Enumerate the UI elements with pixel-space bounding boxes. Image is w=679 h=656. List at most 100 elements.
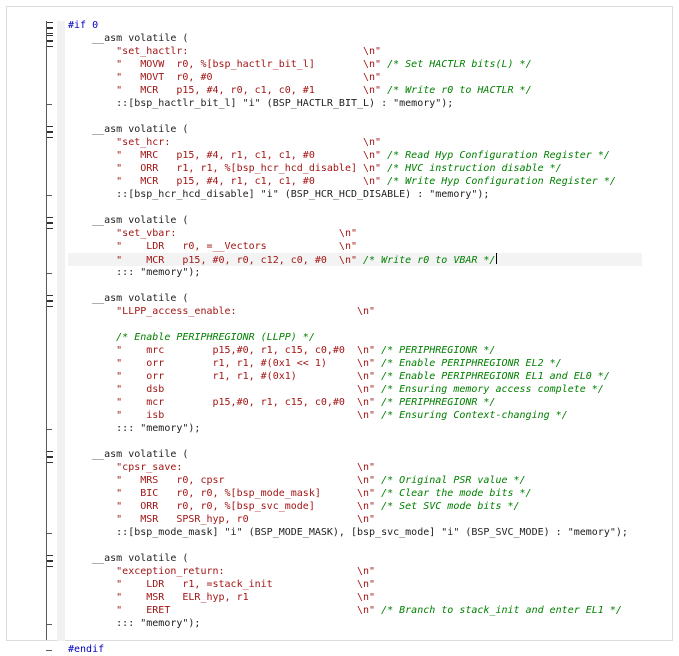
fold-end-marker [46,429,52,430]
code-line[interactable]: " orr r1, r1, #(0x1 << 1) \n" /* Enable … [68,357,634,370]
fold-end-marker [46,104,52,105]
fold-toggle-icon[interactable] [47,22,58,28]
code-string: " ORR r0, r0, %[bsp_svc_mode] \n" [68,501,376,512]
code-line[interactable]: " MCR p15, #4, r1, c1, c1, #0 \n" /* Wri… [68,175,634,188]
fold-toggle-icon[interactable] [47,126,58,132]
code-string: "LLPP_access_enable: \n" [68,306,376,317]
code-line[interactable]: __asm volatile ( [68,32,634,45]
code-line[interactable] [68,201,634,214]
code-line[interactable]: __asm volatile ( [68,292,634,305]
code-line[interactable]: " BIC r0, r0, %[bsp_mode_mask] \n" /* Cl… [68,487,634,500]
code-area[interactable]: #if 0 __asm volatile ( "set_hactlr: \n" … [68,19,642,656]
code-comment: /* Enable PERIPHREGIONR EL1 and EL0 */ [375,371,610,382]
code-line[interactable]: " MSR SPSR_hyp, r0 \n" [68,513,634,526]
code-line[interactable]: "LLPP_access_enable: \n" [68,305,634,318]
code-line[interactable]: "cpsr_save: \n" [68,461,634,474]
code-line[interactable]: " mrc p15,#0, r1, c15, c0,#0 \n" /* PERI… [68,344,634,357]
code-string: " MRS r0, cpsr \n" [68,475,376,486]
code-line[interactable]: ::: "memory"); [68,422,634,435]
code-comment: /* Write r0 to HACTLR */ [381,85,532,96]
fold-end-marker [46,273,52,274]
code-string: " ERET \n" [68,605,376,616]
fold-end-marker [46,195,52,196]
code-line[interactable] [68,279,634,292]
code-line[interactable] [68,630,634,643]
code-text: __asm volatile ( [68,124,189,135]
code-line[interactable]: " LDR r1, =stack_init \n" [68,578,634,591]
code-text: ::[bsp_hactlr_bit_l] "i" (BSP_HACTLR_BIT… [68,98,454,109]
fold-toggle-icon[interactable] [47,295,58,301]
code-line[interactable]: __asm volatile ( [68,552,634,565]
code-line[interactable]: " isb \n" /* Ensuring Context-changing *… [68,409,634,422]
code-text: __asm volatile ( [68,215,189,226]
code-text: ::: "memory"); [68,267,201,278]
code-line[interactable]: " ERET \n" /* Branch to stack_init and e… [68,604,634,617]
code-text: ::[bsp_mode_mask] "i" (BSP_MODE_MASK), [… [68,527,628,538]
code-line[interactable]: ::: "memory"); [68,617,634,630]
code-string: " dsb \n" [68,384,376,395]
code-line[interactable]: "set_hactlr: \n" [68,45,634,58]
code-line[interactable]: " MOVW r0, %[bsp_hactlr_bit_l] \n" /* Se… [68,58,634,71]
code-comment: /* Set HACTLR bits(L) */ [381,59,532,70]
code-line[interactable]: " MRC p15, #4, r1, c1, c1, #0 \n" /* Rea… [68,149,634,162]
code-string: "set_hcr: \n" [68,137,382,148]
code-line[interactable]: /* Enable PERIPHREGIONR (LLPP) */ [68,331,634,344]
code-text: __asm volatile ( [68,33,189,44]
fold-toggle-icon[interactable] [47,217,58,223]
code-editor[interactable]: #if 0 __asm volatile ( "set_hactlr: \n" … [6,6,673,655]
code-line[interactable]: " dsb \n" /* Ensuring memory access comp… [68,383,634,396]
preprocessor-directive: #if 0 [68,20,99,31]
code-line[interactable]: " LDR r0, =__Vectors \n" [68,240,634,253]
code-line[interactable]: __asm volatile ( [68,214,634,227]
code-line[interactable] [68,110,634,123]
code-line[interactable] [68,435,634,448]
code-line[interactable]: #endif [68,643,634,656]
code-line[interactable]: ::[bsp_mode_mask] "i" (BSP_MODE_MASK), [… [68,526,634,539]
code-comment: /* PERIPHREGIONR */ [375,345,496,356]
fold-toggle-icon[interactable] [47,555,58,561]
code-line[interactable]: " MRS r0, cpsr \n" /* Original PSR value… [68,474,634,487]
code-line[interactable]: " MSR ELR_hyp, r1 \n" [68,591,634,604]
code-line[interactable]: " ORR r0, r0, %[bsp_svc_mode] \n" /* Set… [68,500,634,513]
code-line[interactable]: #if 0 [68,19,634,32]
code-string: " mcr p15,#0, r1, c15, c0,#0 \n" [68,397,376,408]
code-text: __asm volatile ( [68,449,189,460]
code-text: ::[bsp_hcr_hcd_disable] "i" (BSP_HCR_HCD… [68,189,490,200]
code-string: " MSR SPSR_hyp, r0 \n" [68,514,376,525]
code-comment: /* Enable PERIPHREGIONR EL2 */ [375,358,562,369]
code-string: " orr r1, r1, #(0x1 << 1) \n" [68,358,376,369]
code-text: __asm volatile ( [68,553,189,564]
code-line[interactable]: "set_vbar: \n" [68,227,634,240]
code-line[interactable] [68,539,634,552]
code-line[interactable]: __asm volatile ( [68,448,634,461]
fold-toggle-icon [47,301,58,307]
fold-toggle-icon [47,561,58,567]
code-line[interactable]: " MCR p15, #4, r0, c1, c0, #1 \n" /* Wri… [68,84,634,97]
code-line[interactable] [68,318,634,331]
code-line[interactable]: "set_hcr: \n" [68,136,634,149]
code-string: " MRC p15, #4, r1, c1, c1, #0 \n" [68,150,382,161]
code-line[interactable]: ::[bsp_hactlr_bit_l] "i" (BSP_HACTLR_BIT… [68,97,634,110]
code-line[interactable]: ::[bsp_hcr_hcd_disable] "i" (BSP_HCR_HCD… [68,188,634,201]
code-line[interactable]: " ORR r1, r1, %[bsp_hcr_hcd_disable] \n"… [68,162,634,175]
fold-toggle-icon [47,41,58,47]
code-string: " ORR r1, r1, %[bsp_hcr_hcd_disable] \n" [68,163,382,174]
fold-toggle-icon [47,28,58,34]
fold-toggle-icon [47,457,58,463]
code-line[interactable]: " MOVT r0, #0 \n" [68,71,634,84]
code-line[interactable]: " mcr p15,#0, r1, c15, c0,#0 \n" /* PERI… [68,396,634,409]
code-string: "set_hactlr: \n" [68,46,382,57]
code-line[interactable]: " MCR p15, #0, r0, c12, c0, #0 \n" /* Wr… [68,253,642,266]
code-line[interactable]: __asm volatile ( [68,123,634,136]
code-string: " mrc p15,#0, r1, c15, c0,#0 \n" [68,345,376,356]
code-line[interactable]: ::: "memory"); [68,266,634,279]
fold-toggle-icon[interactable] [47,35,58,41]
code-text: __asm volatile ( [68,293,189,304]
fold-end-marker [46,533,52,534]
code-line[interactable]: " orr r1, r1, #(0x1) \n" /* Enable PERIP… [68,370,634,383]
code-string: " MCR p15, #4, r1, c1, c1, #0 \n" [68,176,382,187]
code-string: " orr r1, r1, #(0x1) \n" [68,371,376,382]
fold-toggle-icon[interactable] [47,451,58,457]
code-string: "cpsr_save: \n" [68,462,376,473]
code-line[interactable]: "exception_return: \n" [68,565,634,578]
